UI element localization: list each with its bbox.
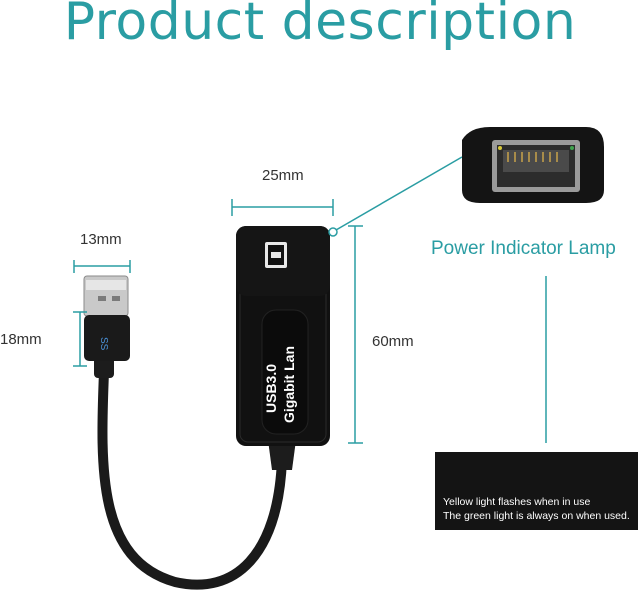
dim-line-plug-width	[73, 260, 131, 273]
page-title: Product description	[63, 0, 577, 52]
yellow-light-text: Yellow light flashes when in use	[443, 496, 591, 508]
device-strain-relief	[268, 440, 296, 470]
plug-strain-relief	[94, 356, 114, 378]
indicator-info-panel: Yellow light flashes when in use The gre…	[435, 452, 638, 530]
dim-label-body-height: 60mm	[372, 333, 414, 350]
ethernet-port-zoom	[462, 127, 604, 203]
port-led-left	[498, 146, 502, 150]
dim-label-body-width: 25mm	[262, 167, 304, 184]
callout-dot	[328, 227, 338, 237]
usb-plug: SS	[83, 275, 130, 361]
callout-line	[335, 156, 463, 231]
plug-logo: SS	[98, 337, 109, 351]
dim-line-plug-height	[73, 311, 87, 367]
device-label-line2: Gigabit Lan	[281, 346, 297, 423]
power-indicator-label: Power Indicator Lamp	[431, 238, 616, 259]
green-light-text: The green light is always on when used.	[443, 510, 630, 522]
port-led-right	[570, 146, 574, 150]
usb-cable	[97, 367, 287, 590]
device-label-line1: USB3.0	[263, 364, 279, 413]
dim-line-body-width	[231, 199, 334, 216]
adapter-body: USB3.0 Gigabit Lan	[236, 226, 330, 446]
dim-label-plug-width: 13mm	[80, 231, 122, 248]
dim-line-body-height	[348, 225, 363, 444]
dim-label-plug-height: 18mm	[0, 331, 42, 348]
